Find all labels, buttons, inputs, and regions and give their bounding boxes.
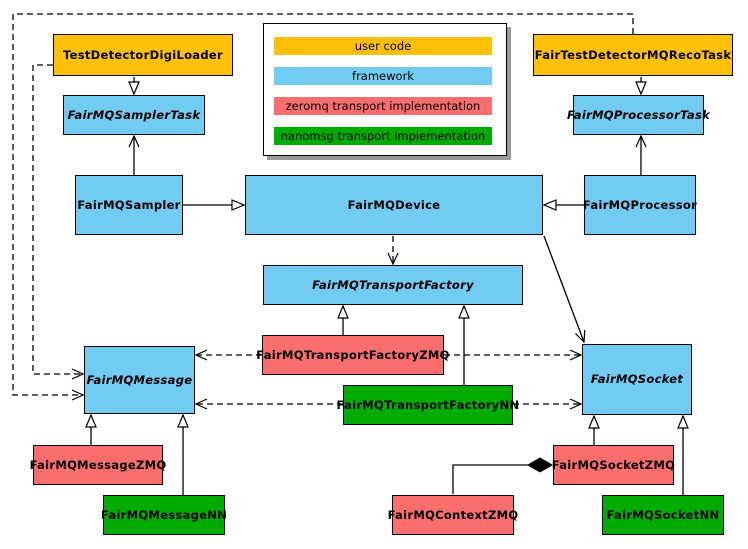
legend-item-zeromq: zeromq transport implementation xyxy=(274,97,492,115)
node-fairmqmessage: FairMQMessage xyxy=(84,346,195,414)
composition-diamond-icon xyxy=(527,457,553,473)
edge-device-socket-association xyxy=(543,235,584,342)
legend-item-user-code: user code xyxy=(274,37,492,55)
legend-item-nanomsg: nanomsg transport implementation xyxy=(274,127,492,145)
node-fairmqprocessortask: FairMQProcessorTask xyxy=(567,95,710,135)
legend-item-framework: framework xyxy=(274,67,492,85)
node-fairmqtransportfactoryzmq: FairMQTransportFactoryZMQ xyxy=(256,335,449,375)
node-testdetectordigiloader: TestDetectorDigiLoader xyxy=(53,34,233,76)
node-fairmqsamplertask: FairMQSamplerTask xyxy=(63,95,205,135)
node-fairmqsocketzmq: FairMQSocketZMQ xyxy=(552,445,675,485)
node-fairmqsampler: FairMQSampler xyxy=(75,175,183,235)
node-fairmqsocket: FairMQSocket xyxy=(582,344,692,415)
node-fairmqdevice: FairMQDevice xyxy=(245,175,543,235)
edge-digiloader-message-dependency xyxy=(32,64,83,374)
node-fairmqmessagezmq: FairMQMessageZMQ xyxy=(30,445,166,485)
edge-contextzmq-socketzmq-composition xyxy=(452,464,528,494)
node-fairmqtransportfactorynn: FairMQTransportFactoryNN xyxy=(337,385,519,425)
edge-recotask-message-dependency xyxy=(12,13,634,395)
legend: user code framework zeromq transport imp… xyxy=(263,23,507,156)
node-fairmqsocketnn: FairMQSocketNN xyxy=(602,495,724,535)
node-fairmqmessagenn: FairMQMessageNN xyxy=(101,495,227,535)
node-fairmqprocessor: FairMQProcessor xyxy=(583,175,697,235)
node-fairmqcontextzmq: FairMQContextZMQ xyxy=(388,495,518,535)
node-fairtestdetectormqrecotask: FairTestDetectorMQRecoTask xyxy=(533,34,733,76)
node-fairmqtransportfactory: FairMQTransportFactory xyxy=(263,265,523,305)
